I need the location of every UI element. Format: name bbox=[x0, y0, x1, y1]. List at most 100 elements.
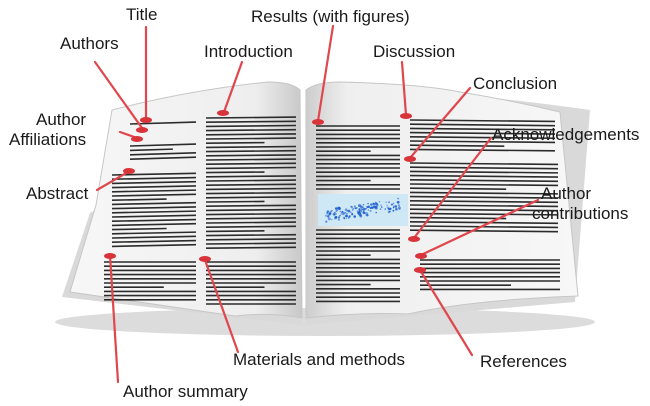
figure-dot bbox=[357, 212, 360, 215]
figure-dot bbox=[397, 197, 400, 200]
figure-dot bbox=[378, 200, 381, 203]
figure-dot bbox=[392, 202, 395, 205]
label-author-affiliations-line2: Affiliations bbox=[9, 130, 87, 149]
marker-discussion bbox=[400, 113, 412, 119]
text-line bbox=[111, 210, 197, 214]
text-line bbox=[111, 231, 197, 235]
text-line bbox=[111, 189, 197, 193]
text-line bbox=[409, 191, 559, 195]
text-line bbox=[111, 193, 197, 197]
label-introduction: Introduction bbox=[204, 42, 293, 61]
figure-dot bbox=[324, 214, 328, 217]
figure-dot bbox=[398, 208, 401, 210]
leader-author-summary bbox=[108, 253, 120, 384]
figure-dot bbox=[365, 214, 367, 216]
text-line bbox=[129, 156, 197, 160]
figure-dot bbox=[341, 210, 344, 214]
text-line bbox=[205, 208, 297, 212]
figure-dot bbox=[326, 215, 330, 218]
label-abstract: Abstract bbox=[26, 184, 89, 203]
figure-dot bbox=[386, 204, 388, 206]
text-line bbox=[205, 212, 297, 216]
marker-introduction bbox=[217, 110, 229, 116]
figure-dot bbox=[329, 211, 332, 214]
marker-acknowledgements bbox=[408, 236, 420, 242]
text-line bbox=[205, 124, 297, 128]
section-markers bbox=[104, 110, 427, 273]
text-line bbox=[111, 198, 167, 201]
figure-dot bbox=[326, 212, 328, 214]
figure-dot bbox=[340, 213, 343, 215]
text-line bbox=[111, 176, 197, 180]
figure-dot bbox=[346, 210, 348, 212]
leader-author-contributions bbox=[419, 198, 540, 257]
text-line bbox=[409, 221, 559, 225]
figure-dot bbox=[360, 206, 363, 209]
leader-acknowledgements bbox=[412, 136, 493, 240]
text-line bbox=[409, 225, 559, 229]
figure-dot bbox=[344, 211, 346, 214]
text-line bbox=[205, 217, 297, 220]
figure-dot bbox=[337, 206, 341, 210]
text-line bbox=[205, 137, 297, 140]
leader-lines bbox=[93, 24, 540, 384]
text-line bbox=[205, 133, 297, 136]
figure-dot bbox=[386, 206, 389, 209]
figure-dot bbox=[365, 205, 368, 208]
figure-dot bbox=[392, 209, 395, 212]
figure-dot bbox=[363, 211, 366, 215]
figure-dot bbox=[351, 213, 354, 216]
figure-dot bbox=[336, 209, 339, 212]
text-line bbox=[205, 171, 265, 174]
figure-dot bbox=[369, 207, 372, 209]
figure-dot bbox=[372, 205, 376, 209]
figure-dot bbox=[372, 202, 376, 206]
figure-dot bbox=[362, 203, 365, 206]
text-line bbox=[409, 183, 559, 187]
figure-dot bbox=[379, 208, 382, 210]
leader-references bbox=[418, 268, 474, 357]
figure-dot bbox=[380, 204, 382, 206]
figure-dot bbox=[331, 218, 333, 221]
figure-dot bbox=[367, 202, 369, 205]
figure-dot bbox=[395, 207, 398, 211]
figure-dot bbox=[385, 201, 387, 203]
figure-dot bbox=[384, 208, 387, 210]
text-line bbox=[205, 179, 297, 182]
marker-author-contributions bbox=[415, 253, 427, 259]
text-line bbox=[205, 242, 297, 245]
leader-results bbox=[316, 24, 335, 123]
figure-dot bbox=[367, 209, 370, 211]
marker-author-affiliations bbox=[131, 136, 143, 142]
label-acknowledgements: Acknowledgements bbox=[492, 125, 640, 144]
label-authors: Authors bbox=[60, 34, 119, 53]
text-line bbox=[111, 222, 197, 227]
leader-introduction bbox=[222, 60, 244, 114]
text-line bbox=[409, 216, 507, 220]
text-line bbox=[409, 195, 559, 199]
figure-dot bbox=[342, 212, 345, 216]
text-line bbox=[409, 123, 556, 127]
figure-dot bbox=[359, 214, 362, 216]
text-line bbox=[205, 204, 297, 207]
text-line bbox=[205, 238, 297, 241]
results-figure-dots bbox=[324, 197, 401, 223]
text-line bbox=[409, 204, 559, 208]
figure-dot bbox=[337, 216, 341, 219]
marker-materials-methods bbox=[199, 256, 211, 262]
figure-dot bbox=[390, 203, 393, 206]
leader-abstract bbox=[95, 170, 130, 192]
text-line bbox=[111, 243, 197, 248]
text-line bbox=[205, 166, 297, 170]
figure-dot bbox=[353, 205, 356, 208]
text-line bbox=[205, 162, 297, 165]
text-line bbox=[205, 191, 297, 195]
figure-dot bbox=[325, 220, 328, 223]
text-line bbox=[129, 121, 197, 125]
text-line bbox=[205, 175, 297, 178]
left-page bbox=[69, 81, 303, 319]
text-line bbox=[205, 221, 297, 224]
figure-dot bbox=[359, 210, 361, 212]
figure-dot bbox=[339, 210, 341, 213]
figure-dot bbox=[347, 209, 351, 213]
